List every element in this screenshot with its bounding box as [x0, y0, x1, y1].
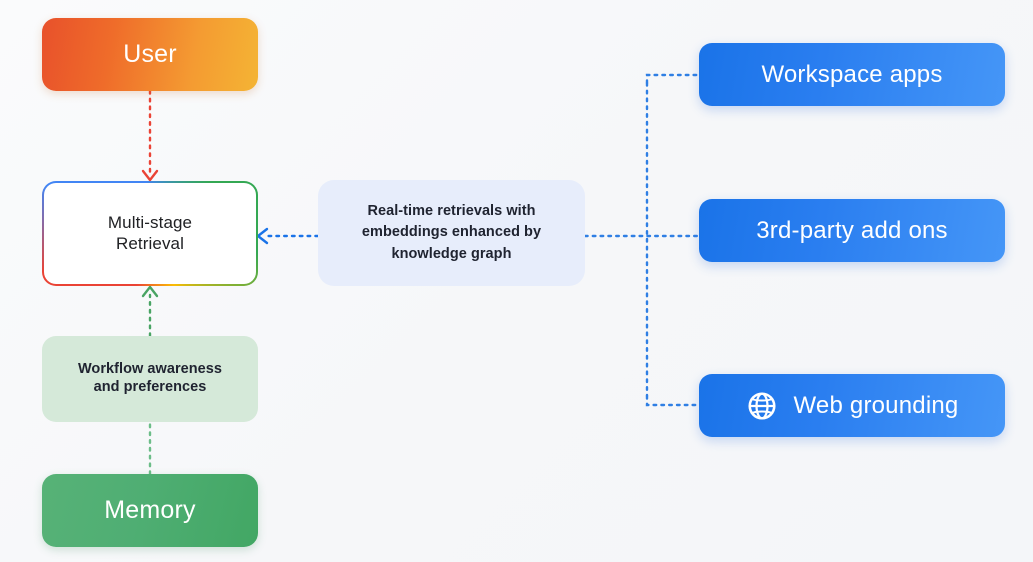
node-web-grounding-label: Web grounding: [793, 391, 959, 419]
node-workflow-awareness-label: Workflow awareness and preferences: [77, 361, 223, 395]
node-memory[interactable]: Memory: [42, 474, 258, 547]
node-user-label: User: [123, 40, 177, 69]
node-real-time-retrievals[interactable]: Real-time retrievals with embeddings enh…: [318, 180, 585, 286]
globe-icon: [747, 391, 776, 420]
node-third-party-add-ons[interactable]: 3rd-party add ons: [699, 199, 1005, 262]
node-memory-label: Memory: [104, 496, 196, 525]
node-multi-stage-retrieval-label: Multi-stage Retrieval: [107, 212, 193, 253]
node-real-time-retrievals-label: Real-time retrievals with embeddings enh…: [361, 203, 542, 262]
node-third-party-add-ons-label: 3rd-party add ons: [756, 216, 948, 244]
connector-user-to-retrieval: [141, 89, 159, 182]
node-workspace-apps-label: Workspace apps: [761, 60, 943, 88]
node-workflow-awareness[interactable]: Workflow awareness and preferences: [42, 336, 258, 422]
connector-realtime-to-sources: [583, 73, 701, 407]
node-user[interactable]: User: [42, 18, 258, 91]
node-web-grounding[interactable]: Web grounding: [699, 374, 1005, 437]
node-workspace-apps[interactable]: Workspace apps: [699, 43, 1005, 106]
connector-realtime-to-retrieval: [256, 227, 320, 245]
connector-workflow-to-retrieval: [141, 285, 159, 338]
node-multi-stage-retrieval[interactable]: Multi-stage Retrieval: [42, 181, 258, 286]
